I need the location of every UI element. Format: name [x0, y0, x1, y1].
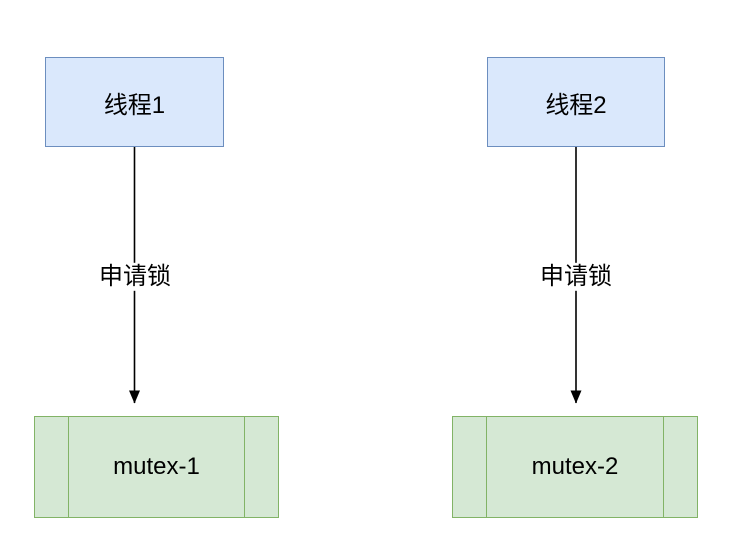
- node-thread1: 线程1: [45, 57, 224, 147]
- node-mutex1: mutex-1: [34, 416, 279, 518]
- node-thread2: 线程2: [487, 57, 665, 147]
- node-mutex2-label: mutex-2: [531, 453, 619, 480]
- process-bar-left: [68, 417, 69, 517]
- edge-label-apply-lock-1: 申请锁: [96, 262, 174, 292]
- process-bar-right: [244, 417, 245, 517]
- node-thread2-label: 线程2: [545, 91, 607, 119]
- node-mutex2: mutex-2: [452, 416, 698, 518]
- edge-label-apply-lock-2: 申请锁: [537, 262, 615, 292]
- process-bar-right: [663, 417, 664, 517]
- process-bar-left: [486, 417, 487, 517]
- node-mutex1-label: mutex-1: [113, 453, 200, 480]
- node-thread1-label: 线程1: [103, 91, 166, 119]
